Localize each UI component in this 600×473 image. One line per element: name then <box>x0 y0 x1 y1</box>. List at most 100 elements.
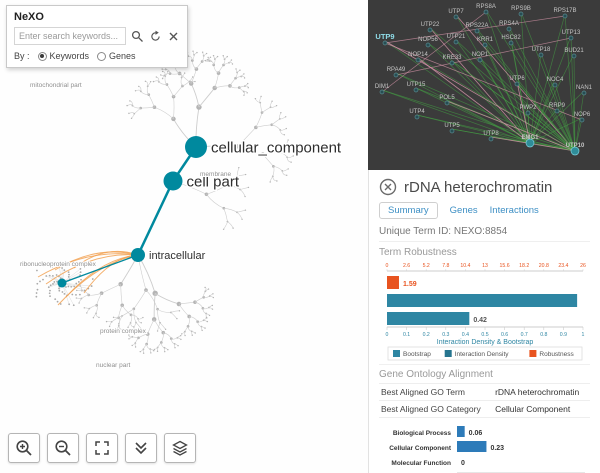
gene-label[interactable]: UTP15 <box>407 82 426 88</box>
gene-label[interactable]: UTP21 <box>447 34 466 40</box>
gene-label[interactable]: KRE33 <box>442 55 462 61</box>
tree-node-label[interactable]: cellular_component <box>210 138 344 158</box>
tab-summary[interactable]: Summary <box>379 202 438 219</box>
bar-biological-process[interactable] <box>457 426 465 437</box>
tree-node-label[interactable]: intracellular <box>148 248 208 263</box>
gene-node[interactable] <box>562 13 568 19</box>
gene-node[interactable] <box>453 14 459 20</box>
gene-label[interactable]: UTP22 <box>421 22 440 28</box>
gene-node[interactable] <box>425 42 431 48</box>
gene-label[interactable]: RPS22A <box>465 23 488 29</box>
fit-to-screen-button[interactable] <box>86 433 118 463</box>
gene-node[interactable] <box>483 9 489 15</box>
zoom-out-button[interactable] <box>47 433 79 463</box>
gene-node[interactable] <box>449 128 455 134</box>
gene-label[interactable]: EMG1 <box>521 135 539 141</box>
tree-node-cell-part[interactable] <box>163 171 183 191</box>
gene-node[interactable] <box>579 117 585 123</box>
tab-genes[interactable]: Genes <box>449 205 478 216</box>
tab-interactions[interactable]: Interactions <box>489 205 539 216</box>
tree-branch-label[interactable]: membrane <box>199 170 232 179</box>
bar-cellular-component[interactable] <box>457 441 487 452</box>
gene-label[interactable]: RPS17B <box>553 8 576 14</box>
gene-node[interactable] <box>508 40 514 46</box>
gene-node[interactable] <box>554 108 560 114</box>
gene-node[interactable] <box>581 90 587 96</box>
gene-label[interactable]: BUD21 <box>564 48 584 54</box>
search-mode-genes[interactable]: Genes <box>97 51 136 61</box>
radio-genes-icon[interactable] <box>97 51 107 61</box>
gene-node[interactable] <box>518 11 524 17</box>
gene-label[interactable]: KRR1 <box>477 37 494 43</box>
gene-label[interactable]: NOP6 <box>574 112 591 118</box>
gene-node[interactable] <box>514 81 520 87</box>
gene-label[interactable]: NOP56 <box>418 37 438 43</box>
gene-label[interactable]: UTP9 <box>375 32 394 41</box>
bar-interaction-density[interactable] <box>387 312 470 325</box>
gene-node[interactable] <box>379 89 385 95</box>
gene-label[interactable]: UTP5 <box>444 123 460 129</box>
gene-node[interactable] <box>382 40 388 46</box>
tree-branch-label[interactable]: nuclear part <box>95 361 132 370</box>
gene-label[interactable]: NOP1 <box>472 52 489 58</box>
gene-node[interactable] <box>552 82 558 88</box>
tree-node-intracellular[interactable] <box>131 248 145 262</box>
gene-node[interactable] <box>571 53 577 59</box>
gene-label[interactable]: RRP9 <box>549 103 566 109</box>
gene-label[interactable]: RPS4A <box>499 21 519 27</box>
gene-label[interactable]: UTP8 <box>483 131 499 137</box>
gene-node[interactable] <box>453 39 459 45</box>
close-icon[interactable] <box>379 178 397 196</box>
gene-label[interactable]: UTP4 <box>409 109 425 115</box>
gene-node[interactable] <box>538 52 544 58</box>
search-mode-keywords[interactable]: Keywords <box>37 51 89 61</box>
gene-node[interactable] <box>570 146 580 156</box>
zoom-in-button[interactable] <box>8 433 40 463</box>
gene-label[interactable]: NOC4 <box>547 77 564 83</box>
gene-label[interactable]: DIM1 <box>375 84 390 90</box>
gene-label[interactable]: RPS9B <box>511 6 531 12</box>
tree-branch-label[interactable]: mitochondrial part <box>29 81 83 90</box>
gene-label[interactable]: NAN1 <box>576 85 593 91</box>
gene-label[interactable]: UTP7 <box>448 9 464 15</box>
clear-icon[interactable] <box>166 29 180 43</box>
gene-node[interactable] <box>415 57 421 63</box>
gene-node[interactable] <box>414 114 420 120</box>
gene-node[interactable] <box>568 35 574 41</box>
gene-node[interactable] <box>525 138 535 148</box>
search-icon[interactable] <box>130 29 144 43</box>
gene-label[interactable]: RPA49 <box>387 67 406 73</box>
bar-bootstrap[interactable] <box>387 294 578 307</box>
gene-label[interactable]: NOP14 <box>408 52 428 58</box>
gene-label[interactable]: POL5 <box>439 95 455 101</box>
bar-robustness[interactable] <box>387 276 399 289</box>
tree-node-label[interactable]: cell part <box>185 172 241 192</box>
collapse-button[interactable] <box>125 433 157 463</box>
tree-branch-label[interactable]: ribonucleoprotein complex <box>19 260 98 269</box>
search-input[interactable] <box>14 27 126 45</box>
refresh-icon[interactable] <box>148 29 162 43</box>
gene-node[interactable] <box>413 87 419 93</box>
gene-node[interactable] <box>477 57 483 63</box>
gene-node[interactable] <box>525 110 531 116</box>
tree-branch-label[interactable]: protein complex <box>99 327 148 336</box>
gene-node[interactable] <box>482 42 488 48</box>
gene-label[interactable]: UTP13 <box>562 30 581 36</box>
gene-node[interactable] <box>427 27 433 33</box>
gene-label[interactable]: PWP2 <box>519 105 537 111</box>
gene-node[interactable] <box>474 28 480 34</box>
gene-node[interactable] <box>488 136 494 142</box>
gene-label[interactable]: RPS8A <box>476 4 496 10</box>
gene-label[interactable]: UTP6 <box>509 76 525 82</box>
gene-node[interactable] <box>506 26 512 32</box>
gene-node[interactable] <box>449 60 455 66</box>
layers-button[interactable] <box>164 433 196 463</box>
gene-node[interactable] <box>393 72 399 78</box>
gene-label[interactable]: UTP18 <box>532 47 551 53</box>
radio-keywords-icon[interactable] <box>37 51 47 61</box>
gene-label[interactable]: HSC82 <box>501 35 521 41</box>
gene-label[interactable]: UTP10 <box>566 143 585 149</box>
